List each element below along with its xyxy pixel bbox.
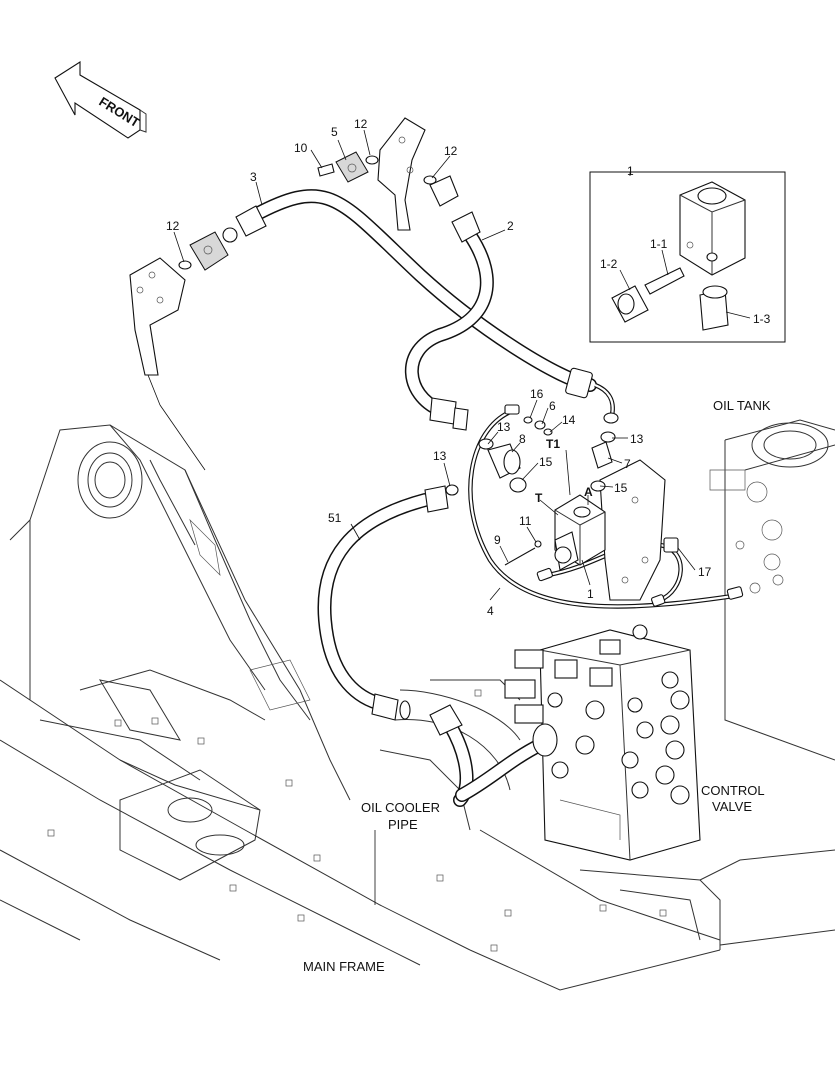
callout-1-main: 1: [587, 587, 594, 601]
label-oil-tank: OIL TANK: [713, 398, 771, 413]
label-control-valve-line1: CONTROL: [701, 783, 765, 798]
hose-51: [317, 485, 449, 721]
callout-2: 2: [507, 219, 514, 233]
callout-16: 16: [530, 387, 544, 401]
callout-12-left: 12: [166, 219, 180, 233]
label-main-frame: MAIN FRAME: [303, 959, 385, 974]
callout-9: 9: [494, 533, 501, 547]
fittings-cluster: [445, 416, 616, 566]
callout-4: 4: [487, 604, 494, 618]
callout-1-2: 1-2: [600, 257, 618, 271]
control-valve-block: [504, 624, 701, 861]
callout-10: 10: [294, 141, 308, 155]
port-mark-t: T: [535, 491, 543, 505]
callout-8: 8: [519, 432, 526, 446]
bracket-left: [129, 227, 238, 376]
label-oil-cooler-pipe-line2: PIPE: [388, 817, 418, 832]
callout-12-top: 12: [354, 117, 368, 131]
callout-1-3: 1-3: [753, 312, 771, 326]
callout-13-right: 13: [630, 432, 644, 446]
port-marks: T1 T A: [535, 437, 593, 505]
callout-11: 11: [519, 514, 532, 528]
callout-15-mid: 15: [539, 455, 553, 469]
front-arrow: FRONT: [54, 60, 147, 139]
leader-lines: [147, 129, 751, 905]
port-mark-t1: T1: [546, 437, 560, 451]
label-control-valve-line2: VALVE: [712, 799, 752, 814]
callout-51: 51: [328, 511, 342, 525]
callout-7: 7: [624, 457, 631, 471]
callout-17: 17: [698, 565, 712, 579]
callout-5: 5: [331, 125, 338, 139]
label-oil-cooler-pipe-line1: OIL COOLER: [361, 800, 440, 815]
callout-6: 6: [549, 399, 556, 413]
bracket-right: [599, 459, 666, 601]
solenoid-valve-1: [554, 494, 606, 571]
area-labels: OIL TANK CONTROL VALVE OIL COOLER PIPE M…: [303, 398, 771, 974]
callout-numbers: 1 1-1 1-2 1-3 2 3 5 10 12 12 12 16 6 14 …: [166, 117, 771, 618]
hose-2: [404, 211, 494, 431]
bracket-top: [317, 117, 459, 231]
port-mark-a: A: [584, 485, 593, 499]
callout-1-inset: 1: [627, 164, 634, 178]
hose-3: [235, 189, 619, 424]
callout-3: 3: [250, 170, 257, 184]
inset-box-part-1: [589, 171, 786, 343]
callout-13-mid: 13: [497, 420, 511, 434]
callout-15-right: 15: [614, 481, 628, 495]
callout-12-right: 12: [444, 144, 458, 158]
callout-14: 14: [562, 413, 576, 427]
callout-1-1: 1-1: [650, 237, 668, 251]
callout-13-left: 13: [433, 449, 447, 463]
oil-cooler-pipe: [429, 704, 558, 807]
